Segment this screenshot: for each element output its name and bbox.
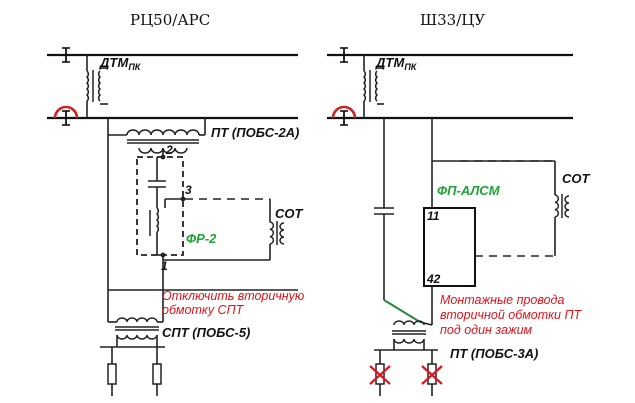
left-insulated-joint-bottom — [62, 110, 70, 126]
left-fr2-inductor — [155, 207, 160, 233]
right-note-line2: вторичной обмотки ПТ — [440, 308, 583, 322]
right-dtm-coil — [362, 70, 367, 102]
left-spt-label: СПТ (ПОБС-5) — [162, 325, 250, 340]
right-pin-11: 11 — [427, 209, 440, 223]
left-spt-transformer — [100, 317, 165, 396]
left-pin-1: 1 — [161, 259, 168, 273]
right-schematic: ДТМПК 11 42 ФП-АЛСМ СОТ — [327, 47, 591, 396]
left-pt-transformer — [108, 129, 205, 154]
left-pin-3: 3 — [185, 183, 192, 197]
right-title: Ш33/ЦУ — [420, 11, 485, 29]
right-sot-label: СОТ — [562, 171, 591, 186]
left-insulated-joint-top — [62, 47, 70, 63]
right-insulated-joint-top — [340, 47, 348, 63]
left-title: РЦ50/АРС — [130, 11, 210, 29]
left-rail-bond-arc — [53, 105, 79, 119]
right-insulated-joint-bottom — [340, 110, 348, 126]
right-pt-label: ПТ (ПОБС-3А) — [450, 346, 538, 361]
right-rail-bond-arc — [331, 105, 357, 119]
left-schematic: ДТМПК ПТ (ПОБС-2А) 2 3 1 — [47, 47, 305, 396]
left-dtm-secondary-coil — [97, 70, 102, 102]
right-note-line3: под один зажим — [440, 323, 533, 337]
left-note-line1: Отключить вторичную — [162, 289, 305, 303]
left-fr2-filter-box — [136, 156, 184, 256]
left-pt-primary — [126, 129, 200, 136]
left-fr2-terminal-2 — [160, 154, 166, 160]
right-dtm-label: ДТМПК — [375, 55, 418, 72]
right-fp-alsm-label: ФП-АЛСМ — [437, 183, 501, 198]
left-sot-coil — [269, 221, 275, 245]
right-green-jumper — [383, 299, 421, 323]
left-fr2-terminal-3 — [180, 196, 186, 202]
left-spt-fuse-2 — [152, 363, 162, 385]
left-spt-fuse-1 — [107, 363, 117, 385]
left-pin-2: 2 — [165, 143, 173, 157]
left-fr2-label: ФР-2 — [186, 231, 217, 246]
right-fuse-2-removed-cross — [421, 365, 443, 385]
right-pin-42: 42 — [426, 272, 441, 286]
right-note-line1: Монтажные провода — [440, 293, 564, 307]
left-note-line2: обмотку СПТ — [162, 303, 245, 317]
right-pt-transformer — [374, 320, 438, 396]
left-dtm-label: ДТМПК — [99, 55, 142, 72]
left-sot-label: СОТ — [275, 206, 304, 221]
right-sot-coil — [554, 194, 560, 218]
left-dtm-coil — [85, 70, 90, 102]
left-fr2-terminal-1 — [160, 252, 166, 258]
left-pt-label: ПТ (ПОБС-2А) — [211, 125, 299, 140]
right-fp-alsm-box — [423, 207, 476, 287]
right-fuse-1-removed-cross — [369, 365, 391, 385]
